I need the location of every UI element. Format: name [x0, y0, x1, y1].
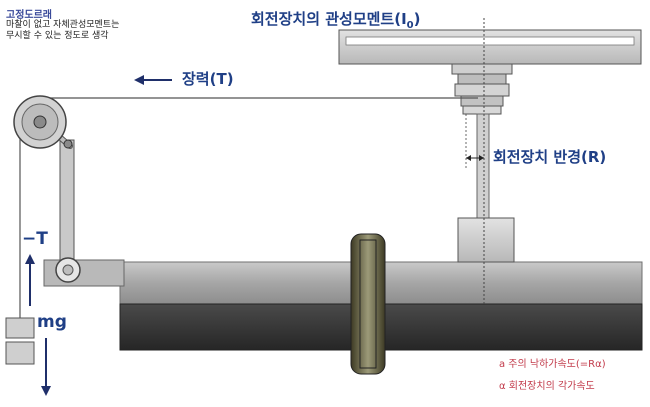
base-bar: [43, 259, 643, 351]
pulley-desc-line2: 무시할 수 있는 정도로 생각: [6, 31, 109, 41]
bar-clamp: [350, 233, 386, 375]
pulley-desc-line1: 마찰이 없고 자체관성모멘트는: [6, 20, 120, 30]
radius-label: 회전장치 반경(R): [493, 148, 607, 166]
inertia-label: 회전장치의 관성모멘트(I0): [251, 8, 421, 31]
acceleration-note: a 주의 낙하가속도(=Rα): [499, 359, 606, 370]
angular-acceleration-note: α 회전장치의 각가속도: [499, 381, 595, 392]
radius-dimension: [466, 155, 484, 161]
up-arrow: [25, 254, 35, 306]
hanging-weights: [5, 317, 35, 365]
neg-tension-label: −T: [22, 229, 48, 249]
down-arrow: [41, 338, 51, 396]
rotating-apparatus: [338, 18, 642, 305]
inertia-text: 회전장치의 관성모멘트(I: [251, 10, 407, 28]
fixed-pulley: [13, 95, 81, 283]
inertia-subscript: 0: [406, 20, 414, 31]
pulley-description: 마찰이 없고 자체관성모멘트는 무시할 수 있는 정도로 생각: [6, 20, 119, 42]
weight-force-label: mg: [37, 312, 67, 332]
tension-label: 장력(T): [182, 70, 234, 88]
pulley-title: 고정도르래: [6, 10, 52, 21]
tension-arrow: [134, 75, 172, 85]
inertia-close: ): [413, 10, 421, 28]
